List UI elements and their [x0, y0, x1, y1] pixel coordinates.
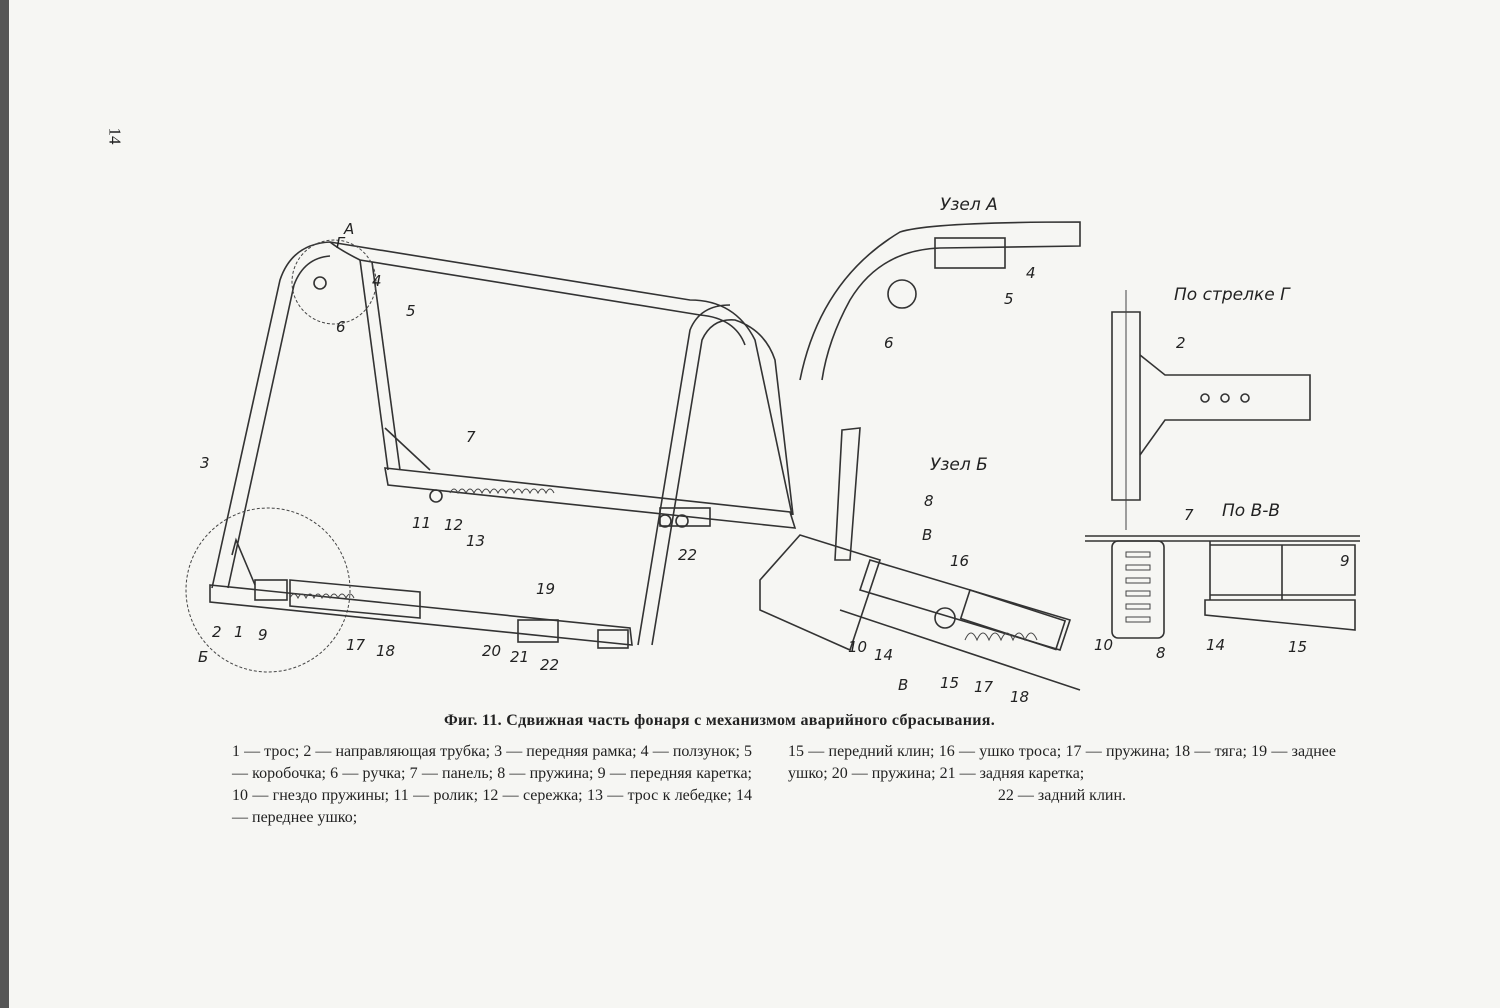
label-13: 13 [466, 532, 485, 550]
section-label-9: 9 [1340, 552, 1350, 570]
scan-edge [0, 0, 9, 1008]
mark-v2: В [898, 676, 908, 694]
label-18: 18 [376, 642, 395, 660]
node-a-drawing: Узел А 4 5 6 [799, 195, 1081, 381]
label-12: 12 [444, 516, 463, 534]
main-canopy-drawing: 1 2 3 4 5 6 7 9 11 12 13 17 18 19 20 21 … [185, 220, 797, 674]
label-19: 19 [536, 580, 555, 598]
section-label-8: 8 [1156, 644, 1166, 662]
node-a-title: Узел А [940, 195, 998, 215]
node-a-label-4: 4 [1026, 264, 1036, 282]
section-vv-drawing: По В-В 7 9 10 8 14 15 [1085, 501, 1360, 662]
node-b-label-14: 14 [874, 646, 893, 664]
legend-right: 15 — передний клин; 16 — ушко троса; 17 … [788, 741, 1336, 807]
label-1: 1 [234, 623, 244, 641]
section-label-15: 15 [1288, 638, 1307, 656]
node-a-label-5: 5 [1004, 290, 1014, 308]
mark-b: Б [198, 648, 208, 666]
label-6: 6 [336, 318, 346, 336]
label-2: 2 [212, 623, 222, 641]
label-7: 7 [466, 428, 476, 446]
node-b-label-15: 15 [940, 674, 959, 692]
label-21: 21 [510, 648, 529, 666]
label-4: 4 [372, 272, 382, 290]
node-a-label-6: 6 [884, 334, 894, 352]
section-vv-title: По В-В [1222, 501, 1280, 521]
label-22: 22 [540, 656, 559, 674]
section-label-10: 10 [1094, 636, 1113, 654]
arrow-g-label-2: 2 [1176, 334, 1186, 352]
arrow-g-drawing: По стрелке Г 2 [1111, 285, 1311, 530]
section-label-7: 7 [1184, 506, 1194, 524]
node-b-label-17: 17 [974, 678, 994, 696]
label-3: 3 [200, 454, 210, 472]
legend-left: 1 — трос; 2 — направляющая трубка; 3 — п… [232, 743, 752, 826]
label-22-rear: 22 [678, 546, 697, 564]
label-11: 11 [412, 514, 431, 532]
arrow-g-title: По стрелке Г [1174, 285, 1291, 305]
node-b-label-10: 10 [848, 638, 867, 656]
section-label-14: 14 [1206, 636, 1225, 654]
node-b-label-8: 8 [924, 492, 934, 510]
label-20: 20 [482, 642, 501, 660]
label-17: 17 [346, 636, 366, 654]
label-9: 9 [258, 626, 268, 644]
mark-g: Г [336, 234, 346, 252]
legend-right-last: 22 — задний клин. [997, 787, 1127, 804]
node-b-title: Узел Б [930, 455, 988, 475]
mark-v1: В [922, 526, 932, 544]
node-b-label-16: 16 [950, 552, 969, 570]
label-5: 5 [406, 302, 416, 320]
legend-right-text: 15 — передний клин; 16 — ушко троса; 17 … [788, 743, 1336, 782]
mark-a: А [343, 220, 354, 238]
node-b-drawing: Узел Б 8 10 14 15 16 17 18 В В [759, 427, 1081, 706]
node-b-label-18: 18 [1010, 688, 1029, 706]
figure-caption-title: Фиг. 11. Сдвижная часть фонаря с механиз… [444, 712, 995, 729]
